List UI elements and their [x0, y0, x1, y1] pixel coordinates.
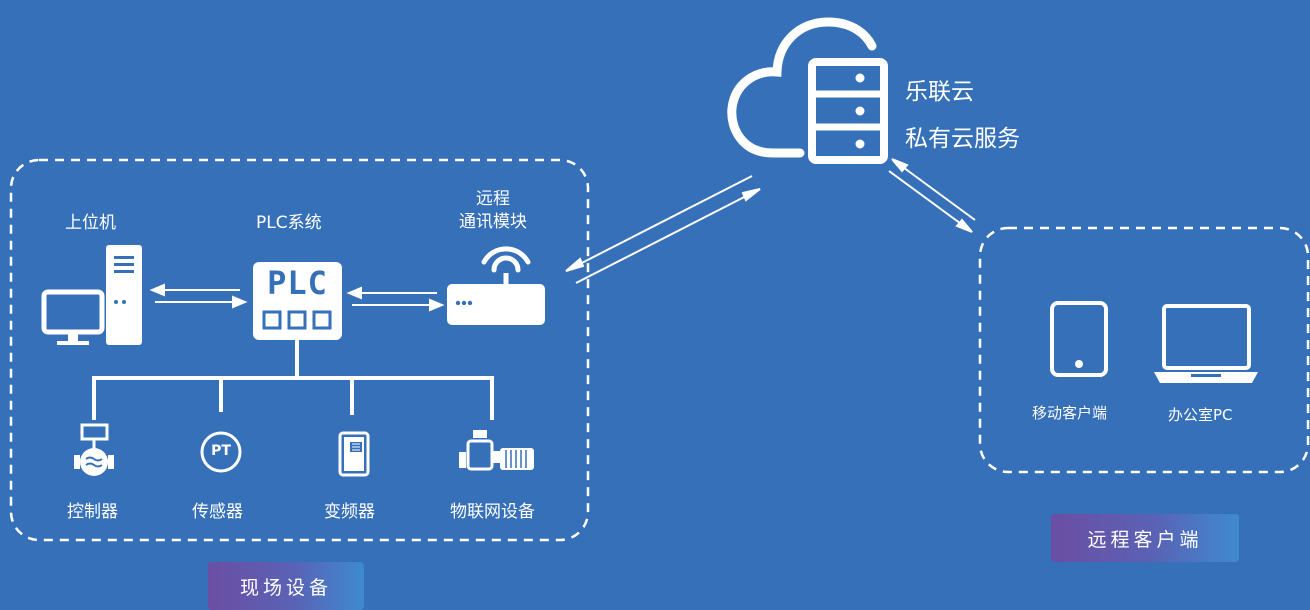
field-cloud-arrows — [565, 175, 761, 284]
remote-clients-region — [978, 226, 1310, 474]
plc-comm-arrows — [346, 286, 445, 312]
pressure-sensor-text: PT — [211, 443, 231, 459]
cloud-remote-arrows — [888, 158, 976, 233]
office-pc-label: 办公室PC — [1168, 406, 1233, 424]
device-label-sensor: 传感器 — [192, 502, 243, 522]
plc-text: PLC — [267, 264, 328, 302]
field-devices-region — [9, 158, 590, 542]
cloud-name: 乐联云 — [905, 79, 974, 105]
tablet-icon — [1050, 301, 1108, 377]
plc-label: PLC系统 — [256, 213, 322, 233]
plc-icon — [253, 262, 342, 340]
remote-clients-badge: 远程客户端 — [1051, 514, 1239, 562]
field-bus-lines — [92, 340, 494, 420]
field-devices-badge: 现场设备 — [208, 562, 364, 610]
laptop-icon — [1154, 304, 1258, 383]
mobile-client-label: 移动客户端 — [1032, 404, 1108, 422]
comm-label-line2: 通讯模块 — [459, 212, 527, 232]
cloud-service: 私有云服务 — [905, 126, 1020, 152]
inverter-icon — [338, 431, 370, 477]
router-icon — [447, 246, 545, 325]
device-label-controller: 控制器 — [67, 502, 118, 522]
device-label-inverter: 变频器 — [324, 502, 375, 522]
comm-label-line1: 远程 — [476, 189, 510, 209]
device-label-iot: 物联网设备 — [450, 502, 535, 522]
host-plc-arrows — [149, 283, 248, 309]
cloud-server-icon — [727, 17, 888, 164]
pump-icon — [459, 430, 534, 471]
valve-icon — [74, 423, 114, 476]
host-label: 上位机 — [65, 213, 116, 233]
host-computer-icon — [41, 245, 142, 345]
pressure-sensor-icon — [200, 431, 242, 473]
